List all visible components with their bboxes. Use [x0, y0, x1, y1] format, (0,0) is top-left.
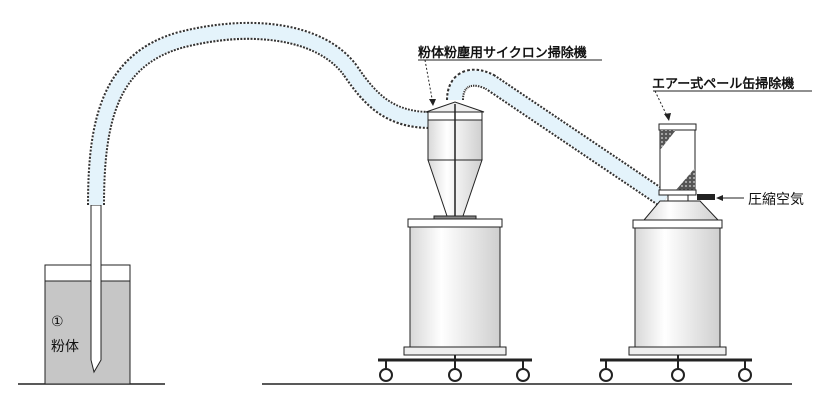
compressed-air-label: 圧縮空気 — [748, 192, 804, 208]
caster-wheel — [671, 368, 685, 382]
caster-wheel — [448, 368, 462, 382]
pail-leader-line — [654, 90, 669, 119]
powder-label: 粉体 — [51, 339, 79, 355]
hose-to-pail-cleaner — [446, 68, 671, 208]
powder-number: ① — [51, 314, 64, 330]
cyclone-separator — [425, 101, 485, 222]
powder-container — [44, 264, 131, 385]
caster-wheel — [379, 368, 393, 382]
suction-wand — [90, 204, 102, 374]
caster-wheel — [516, 368, 530, 382]
powder-fill — [44, 280, 131, 385]
pail-cleaner-label: エアー式ペール缶掃除機 — [652, 77, 795, 92]
caster-wheel — [599, 368, 613, 382]
caster-wheel — [738, 368, 752, 382]
collection-drum-2 — [599, 219, 752, 382]
air-inlet — [697, 194, 715, 200]
pail-cleaner-unit — [642, 123, 720, 221]
cyclone-leader-line — [424, 59, 434, 105]
hose-to-cyclone — [87, 21, 431, 206]
collection-drum-1 — [378, 218, 532, 382]
cyclone-label: 粉体粉塵用サイクロン掃除機 — [418, 46, 587, 61]
